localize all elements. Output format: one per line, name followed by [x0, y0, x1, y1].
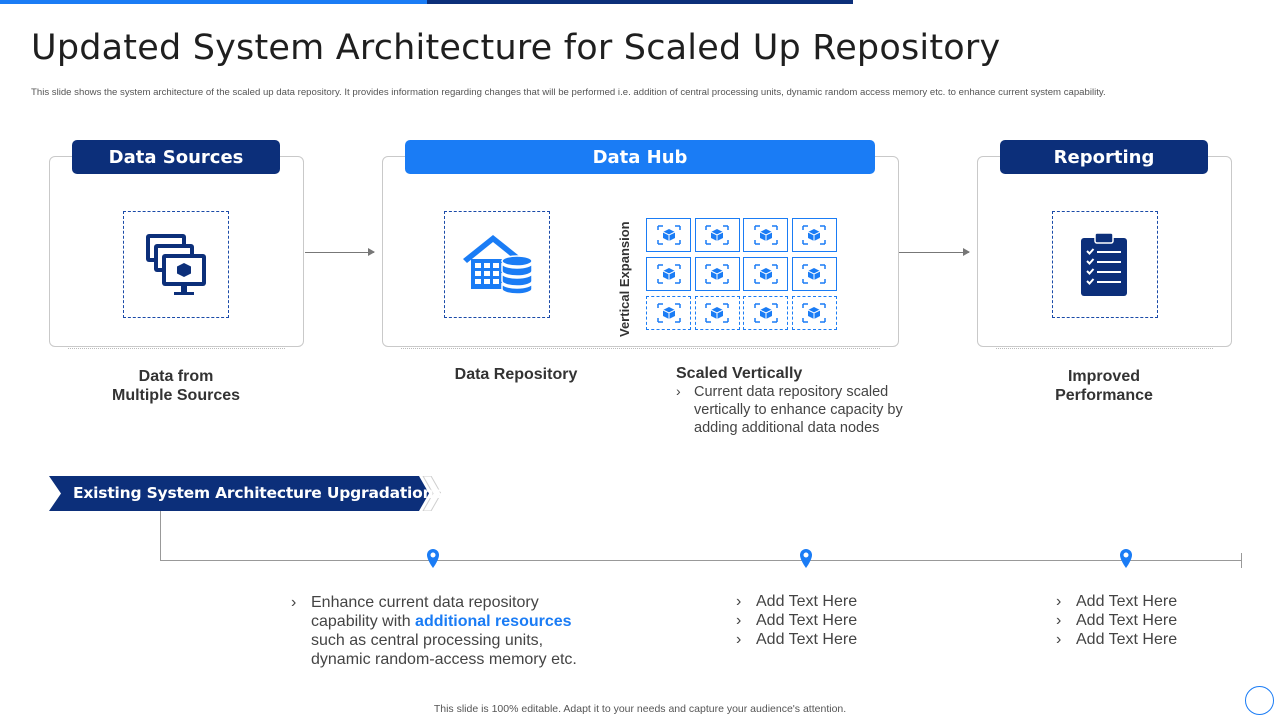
bullet-chevron: › — [291, 594, 297, 611]
database-house-icon — [463, 234, 533, 295]
data-node-icon — [646, 257, 691, 291]
reporting-header: Reporting — [1000, 140, 1208, 174]
upgradations-banner — [49, 476, 441, 511]
clipboard-icon — [1081, 231, 1127, 296]
data-node-icon — [791, 218, 837, 252]
upgradations-banner-label: Existing System Architecture Upgradation… — [73, 484, 443, 502]
slide-circle-marker — [1245, 686, 1274, 715]
data-node-icon — [743, 257, 788, 291]
scaled-bullet-chevron: › — [676, 383, 681, 399]
data-node-icon — [694, 296, 740, 330]
page-title: Updated System Architecture for Scaled U… — [31, 28, 1001, 68]
monitors-icon — [146, 233, 206, 295]
arrow-sources-to-hub — [305, 248, 375, 256]
scaled-vertically-text: Current data repository scaled verticall… — [694, 384, 903, 436]
data-repository-icon-frame — [444, 211, 550, 318]
data-repository-caption: Data Repository — [454, 366, 578, 383]
data-node-icon — [694, 218, 740, 252]
scaled-vertically-title: Scaled Vertically — [676, 365, 803, 382]
data-node-icon — [791, 257, 837, 291]
page-subtitle: This slide shows the system architecture… — [31, 87, 1106, 98]
data-sources-icon-frame — [123, 211, 229, 318]
data-sources-header: Data Sources — [72, 140, 280, 174]
reporting-caption: Improved Performance — [1055, 368, 1153, 404]
timeline-item-2: ›Add Text Here ›Add Text Here ›Add Text … — [736, 593, 858, 648]
data-node-icon — [694, 257, 740, 291]
timeline-item-3: ›Add Text Here ›Add Text Here ›Add Text … — [1056, 593, 1178, 648]
data-node-icon — [743, 218, 788, 252]
timeline-item-1: ›Enhance current data repository capabil… — [291, 594, 577, 668]
timeline-line — [160, 560, 1242, 561]
timeline-pin-icon-3 — [1120, 549, 1132, 568]
data-node-icon — [646, 218, 691, 252]
data-sources-caption: Data from Multiple Sources — [111, 368, 241, 404]
data-nodes-grid — [646, 218, 838, 330]
data-hub-header: Data Hub — [405, 140, 875, 174]
data-node-icon — [791, 296, 837, 330]
footer-note: This slide is 100% editable. Adapt it to… — [433, 703, 847, 715]
data-node-icon — [646, 296, 691, 330]
data-node-icon — [743, 296, 788, 330]
timeline-end-tick — [1241, 553, 1242, 568]
reporting-icon-frame — [1052, 211, 1158, 318]
top-accent-bar-navy — [427, 0, 853, 4]
highlight-additional-resources: additional resources — [415, 613, 572, 630]
timeline-pin-icon-2 — [800, 549, 812, 568]
vertical-expansion-label: Vertical Expansion — [617, 221, 632, 337]
timeline-pin-icon-1 — [427, 549, 439, 568]
arrow-hub-to-reporting — [899, 248, 970, 256]
top-accent-bar-blue — [0, 0, 427, 4]
timeline-connector — [160, 511, 161, 560]
